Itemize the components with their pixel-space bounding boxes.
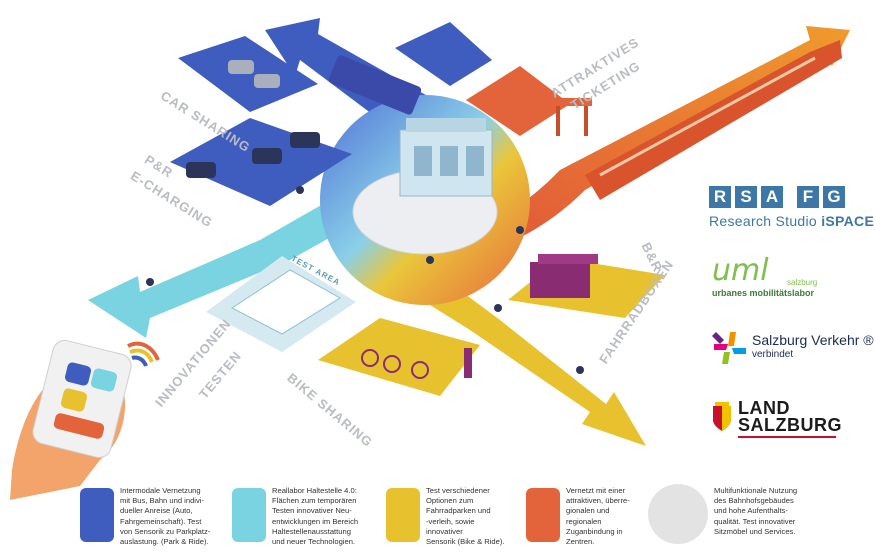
legend-text: Intermodale Vernetzung mit Bus, Bahn und…: [120, 486, 211, 547]
rsafg-letter: A: [761, 186, 783, 208]
legend-text: Reallabor Haltestelle 4.0: Flächen zum t…: [272, 486, 359, 547]
svb-title: Salzburg Verkehr ®: [752, 332, 874, 348]
uml-logo: uml salzburg urbanes mobilitätslabor: [712, 253, 818, 299]
legend-text: Multifunktionale Nutzung des Bahnhofsgeb…: [714, 486, 798, 536]
uml-subtitle: urbanes mobilitätslabor: [712, 288, 815, 298]
legend-swatch: [526, 488, 560, 542]
signal-icon: [127, 341, 160, 361]
salzburg-verkehr-icon: [712, 332, 746, 364]
yellow-arrow: [390, 268, 646, 446]
coat-of-arms-icon: [713, 402, 731, 431]
rsafg-letter: R: [709, 186, 731, 208]
bus: [328, 55, 422, 115]
rsafg-logo: R S A F G Research Studio iSPACE: [709, 186, 874, 229]
legend-swatch: [232, 488, 266, 542]
legend-swatch: [80, 488, 114, 542]
land-line2: SALZBURG: [738, 415, 842, 435]
bike-sharing-platform: [318, 318, 480, 396]
rsafg-letter: S: [735, 186, 757, 208]
cyan-arrow: [88, 200, 370, 338]
legend-text: Vernetzt mit einer attraktiven, überre- …: [566, 486, 630, 547]
rsafg-letter: F: [797, 186, 819, 208]
rsafg-subtitle: Research Studio iSPACE: [709, 213, 875, 229]
uml-small: salzburg: [787, 278, 818, 287]
uml-mark: uml: [712, 253, 769, 288]
rsafg-letter: G: [823, 186, 845, 208]
ticketing-platform: [466, 66, 570, 136]
bus-stop-platform: [395, 22, 492, 86]
land-line1: LAND: [738, 398, 790, 418]
train: [585, 40, 842, 200]
svb-subtitle: verbindet: [752, 349, 794, 360]
land-rule: [738, 436, 836, 438]
legend-text: Test verschiedener Optionen zum Fahrradp…: [426, 486, 505, 547]
legend-swatch: [386, 488, 420, 542]
legend-swatch: [648, 484, 708, 544]
